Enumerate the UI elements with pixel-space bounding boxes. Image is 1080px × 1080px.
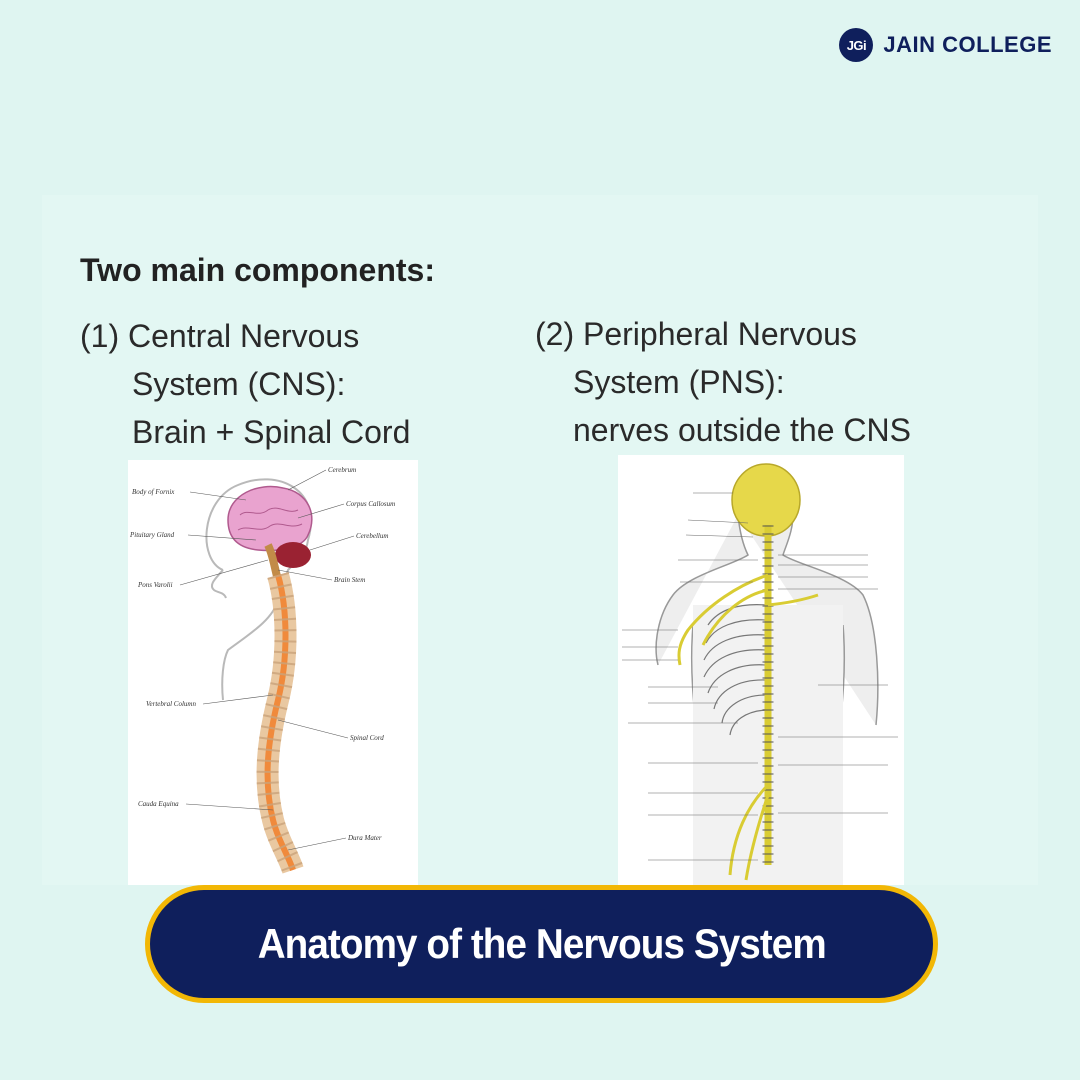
label-cauda-equina: Cauda Equina bbox=[138, 800, 179, 808]
cns-description: (1) Central Nervous System (CNS): Brain … bbox=[80, 312, 410, 456]
cns-line1: (1) Central Nervous bbox=[80, 318, 360, 354]
cns-line2: System (CNS): bbox=[132, 366, 346, 402]
caption-banner: Anatomy of the Nervous System bbox=[145, 885, 938, 1003]
label-corpus-callosum: Corpus Callosum bbox=[346, 500, 395, 508]
label-spinal-cord: Spinal Cord bbox=[350, 734, 384, 742]
caption-title: Anatomy of the Nervous System bbox=[257, 920, 826, 967]
slide-heading: Two main components: bbox=[80, 252, 435, 288]
pns-description: (2) Peripheral Nervous System (PNS): ner… bbox=[535, 310, 911, 454]
cns-illustration: Body of Fornix Pituitary Gland Pons Varo… bbox=[128, 460, 418, 885]
label-vertebral-column: Vertebral Column bbox=[146, 700, 196, 708]
pns-line1: (2) Peripheral Nervous bbox=[535, 316, 857, 352]
label-cerebellum: Cerebellum bbox=[356, 532, 388, 540]
cns-line3: Brain + Spinal Cord bbox=[132, 414, 411, 450]
brand-name: JAIN COLLEGE bbox=[883, 32, 1052, 57]
label-brain-stem: Brain Stem bbox=[334, 576, 365, 584]
label-body-of-fornix: Body of Fornix bbox=[132, 488, 175, 496]
cns-diagram: Body of Fornix Pituitary Gland Pons Varo… bbox=[129, 466, 395, 874]
label-pons-varolii: Pons Varolii bbox=[137, 581, 173, 589]
label-dura-mater: Dura Mater bbox=[347, 834, 382, 842]
pns-line3: nerves outside the CNS bbox=[573, 412, 911, 448]
label-cerebrum: Cerebrum bbox=[328, 466, 356, 474]
brand-header: JGi JAIN COLLEGE bbox=[839, 28, 1052, 62]
pns-diagram bbox=[622, 463, 898, 886]
label-pituitary-gland: Pituitary Gland bbox=[129, 531, 175, 539]
jgi-logo-icon: JGi bbox=[839, 28, 874, 62]
pns-illustration bbox=[618, 455, 904, 886]
pns-line2: System (PNS): bbox=[573, 364, 785, 400]
